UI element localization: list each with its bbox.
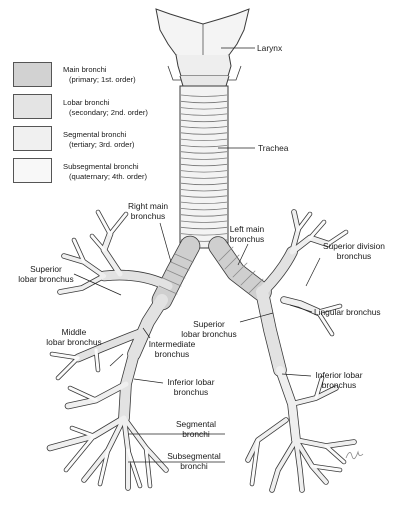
label-text: bronchi <box>153 461 235 471</box>
label-text: lobar bronchus <box>36 337 112 347</box>
label-text: lobar bronchus <box>10 274 82 284</box>
bronchus-segment <box>92 236 104 250</box>
label-trachea: Trachea <box>258 143 288 153</box>
label-middle-lobar-bronchus: Middle lobar bronchus <box>36 327 112 347</box>
label-right-main-bronchus: Right main bronchus <box>112 201 184 221</box>
label-text: Trachea <box>258 143 288 153</box>
legend-line: (primary; 1st. order) <box>63 75 136 85</box>
label-text: bronchus <box>306 380 372 390</box>
label-text: Larynx <box>257 43 282 53</box>
bronchus-segment <box>298 214 310 230</box>
label-text: Superior <box>176 319 242 329</box>
legend-swatch-subsegmental-bronchi <box>13 158 52 183</box>
label-text: bronchus <box>137 349 207 359</box>
bronchus-segment <box>96 350 98 370</box>
label-lingular-bronchus: Lingular bronchus <box>314 307 381 317</box>
bronchus-segment <box>310 222 324 238</box>
label-text: Inferior lobar <box>158 377 224 387</box>
label-text: bronchus <box>214 234 280 244</box>
legend-label-segmental-bronchi: Segmental bronchi (tertiary; 3rd. order) <box>63 130 134 149</box>
label-text: bronchus <box>306 251 402 261</box>
label-left-inferior-lobar-bronchus: Inferior lobar bronchus <box>306 370 372 390</box>
label-text: Inferior lobar <box>306 370 372 380</box>
label-text: Superior <box>10 264 82 274</box>
legend-label-subsegmental-bronchi: Subsegmental bronchi (quaternary; 4th. o… <box>63 162 147 181</box>
label-text: bronchus <box>158 387 224 397</box>
legend-swatch-lobar-bronchi <box>13 94 52 119</box>
label-text: Lingular bronchus <box>314 307 381 317</box>
legend-label-lobar-bronchi: Lobar bronchi (secondary; 2nd. order) <box>63 98 148 117</box>
label-text: lobar bronchus <box>176 329 242 339</box>
legend-line: Main bronchi <box>63 65 136 75</box>
label-text: Right main <box>112 201 184 211</box>
artist-signature-icon <box>346 452 363 459</box>
bronchus-segment <box>262 252 292 292</box>
legend-swatch-segmental-bronchi <box>13 126 52 151</box>
bronchus-segment <box>98 212 110 234</box>
legend-line: (tertiary; 3rd. order) <box>63 140 134 150</box>
label-left-superior-lobar-bronchus: Superior lobar bronchus <box>176 319 242 339</box>
label-subsegmental-bronchi: Subsegmental bronchi <box>153 451 235 471</box>
bronchus-segment <box>52 354 78 358</box>
label-segmental-bronchi: Segmental bronchi <box>163 419 229 439</box>
label-text: bronchi <box>163 429 229 439</box>
label-text: Middle <box>36 327 112 337</box>
bronchus-segment <box>72 428 94 436</box>
label-text: bronchus <box>112 211 184 221</box>
legend-label-main-bronchi: Main bronchi (primary; 1st. order) <box>63 65 136 84</box>
label-text: Subsegmental <box>153 451 235 461</box>
bronchus-segment <box>326 446 344 462</box>
label-text: Intermediate <box>137 339 207 349</box>
legend-line: Lobar bronchi <box>63 98 148 108</box>
label-right-superior-lobar-bronchus: Superior lobar bronchus <box>10 264 82 284</box>
legend-line: Subsegmental bronchi <box>63 162 147 172</box>
label-text: Segmental <box>163 419 229 429</box>
legend-swatch-main-bronchi <box>13 62 52 87</box>
label-larynx: Larynx <box>257 43 282 53</box>
bronchus-segment <box>70 388 96 400</box>
label-left-main-bronchus: Left main bronchus <box>214 224 280 244</box>
label-intermediate-bronchus: Intermediate bronchus <box>137 339 207 359</box>
legend-line: (quaternary; 4th. order) <box>63 172 147 182</box>
legend-line: (secondary; 2nd. order) <box>63 108 148 118</box>
label-right-inferior-lobar-bronchus: Inferior lobar bronchus <box>158 377 224 397</box>
label-superior-division-bronchus: Superior division bronchus <box>306 241 402 261</box>
larynx-drawing <box>156 9 249 86</box>
bronchus-segment <box>104 234 120 274</box>
label-text: Left main <box>214 224 280 234</box>
bronchus-segment <box>58 358 78 378</box>
legend-line: Segmental bronchi <box>63 130 134 140</box>
label-text: Superior division <box>306 241 402 251</box>
